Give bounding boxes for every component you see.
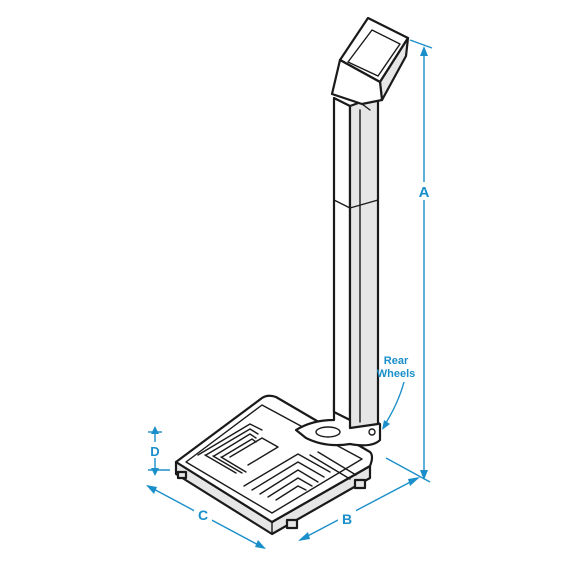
column-side-face bbox=[348, 94, 380, 430]
rear-wheel-hub bbox=[368, 428, 376, 436]
column bbox=[294, 94, 382, 447]
dimension-d: D bbox=[147, 426, 170, 476]
display-screen bbox=[347, 29, 401, 77]
rear-wheels-arrow bbox=[382, 420, 390, 430]
column-joint bbox=[333, 199, 379, 209]
dimension-d-label: D bbox=[150, 444, 159, 459]
left-foot bbox=[176, 470, 188, 480]
base-inner-rim bbox=[185, 404, 363, 514]
head-handle-edge bbox=[361, 103, 371, 111]
rear-wheels-label-line1: Rear bbox=[384, 355, 409, 367]
dimension-b-label: B bbox=[342, 511, 352, 527]
rear-wheels-label-line2: Wheels bbox=[377, 368, 416, 380]
dimension-c-label: C bbox=[198, 507, 208, 523]
column-base-hole bbox=[315, 426, 341, 438]
column-front-face bbox=[332, 96, 352, 422]
display-head bbox=[330, 16, 410, 111]
dimension-a: A bbox=[385, 39, 434, 483]
left-footpad bbox=[197, 423, 279, 474]
side-foot bbox=[353, 478, 367, 490]
dimension-a-label: A bbox=[419, 184, 430, 201]
dimension-b: B bbox=[298, 477, 420, 541]
dimension-c: C bbox=[146, 485, 266, 549]
right-footpad bbox=[243, 451, 357, 501]
rear-wheels-leader bbox=[383, 381, 405, 427]
rear-wheels-callout: Rear Wheels bbox=[377, 355, 416, 430]
head-front-face bbox=[330, 58, 384, 106]
front-foot bbox=[285, 518, 299, 530]
